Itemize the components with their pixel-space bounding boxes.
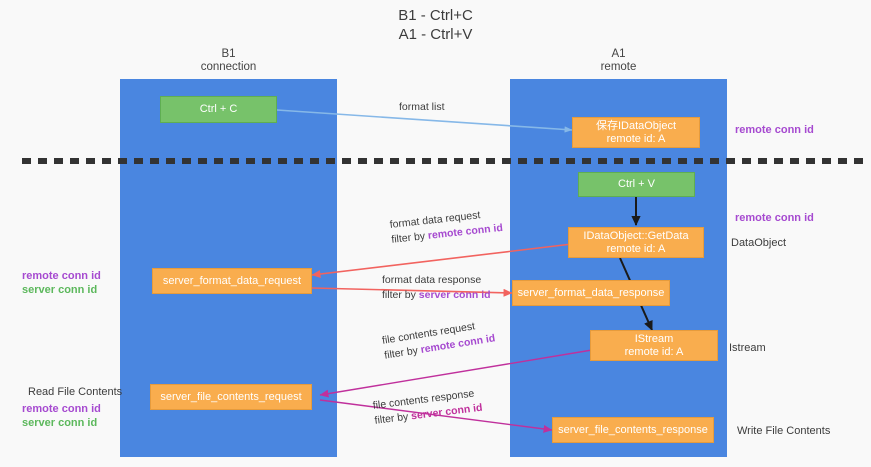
node-istream-sub: remote id: A (624, 345, 684, 358)
annotation-left-mid-remote: remote conn id (22, 270, 101, 282)
column-caption-b1: B1 connection (120, 48, 337, 74)
annotation-left-low-remote: remote conn id (22, 403, 101, 415)
node-istream[interactable]: IStream remote id: A (590, 330, 718, 361)
node-save-idataobject-label: 保存IDataObject (595, 119, 677, 132)
annotation-istream: Istream (729, 342, 766, 354)
node-save-idataobject[interactable]: 保存IDataObject remote id: A (572, 117, 700, 148)
annotation-left-mid-server: server conn id (22, 284, 98, 296)
title-line-2: A1 - Ctrl+V (398, 26, 473, 43)
page-title: B1 - Ctrl+C A1 - Ctrl+V (0, 6, 871, 44)
edge-format-data-response (311, 287, 513, 297)
node-idataobject-getdata[interactable]: IDataObject::GetData remote id: A (568, 227, 704, 258)
node-save-idataobject-sub: remote id: A (606, 132, 666, 145)
node-ctrl-c[interactable]: Ctrl + C (160, 96, 277, 123)
column-a1-role: remote (600, 61, 637, 73)
node-istream-label: IStream (634, 332, 674, 345)
node-file-resp-label: server_file_contents_response (558, 423, 708, 436)
column-b1-name: B1 (221, 48, 236, 60)
annotation-left-mid: remote conn id server conn id (22, 269, 101, 297)
edge-label-fdresp-line2: filter by server conn id (382, 288, 491, 303)
node-fmt-resp-label: server_format_data_response (517, 286, 665, 299)
node-ctrl-c-label: Ctrl + C (199, 103, 238, 115)
column-a1-name: A1 (611, 48, 626, 60)
annotation-dataobject: DataObject (731, 237, 787, 249)
annotation-left-low-server: server conn id (22, 417, 98, 429)
node-file-req-label: server_file_contents_request (160, 390, 302, 403)
edge-label-format-list: format list (399, 100, 445, 115)
annotation-write-file-contents: Write File Contents (737, 425, 831, 437)
node-ctrl-v-label: Ctrl + V (618, 178, 655, 190)
node-getdata-label: IDataObject::GetData (583, 229, 689, 242)
column-b1-role: connection (200, 61, 257, 73)
node-getdata-sub: remote id: A (606, 242, 666, 255)
annotation-right-top-remote-conn-id: remote conn id (735, 124, 814, 136)
node-server-format-data-response[interactable]: server_format_data_response (512, 280, 670, 306)
annotation-read-file-contents: Read File Contents (28, 386, 123, 398)
edge-file-contents-request (319, 349, 593, 398)
edge-label-fdresp-line1: format data response (382, 274, 482, 286)
node-server-format-data-request[interactable]: server_format_data_request (152, 268, 312, 294)
node-server-file-contents-request[interactable]: server_file_contents_request (150, 384, 312, 410)
node-ctrl-v[interactable]: Ctrl + V (578, 172, 695, 197)
edge-label-format-list-text: format list (399, 101, 445, 113)
edge-label-format-data-response: format data response filter by server co… (382, 273, 491, 303)
node-server-file-contents-response[interactable]: server_file_contents_response (552, 417, 714, 443)
edge-label-fdresp-key: server conn id (418, 289, 491, 301)
edge-file-contents-response (319, 399, 553, 433)
annotation-left-low: remote conn id server conn id (22, 402, 101, 430)
edge-format-list (276, 109, 573, 133)
node-fmt-req-label: server_format_data_request (162, 274, 302, 287)
edge-label-fdresp-prefix: filter by (382, 289, 419, 301)
column-caption-a1: A1 remote (510, 48, 727, 74)
annotation-right-mid-remote-conn-id: remote conn id (735, 212, 814, 224)
title-line-1: B1 - Ctrl+C (398, 7, 473, 24)
edge-format-data-request (311, 243, 573, 278)
